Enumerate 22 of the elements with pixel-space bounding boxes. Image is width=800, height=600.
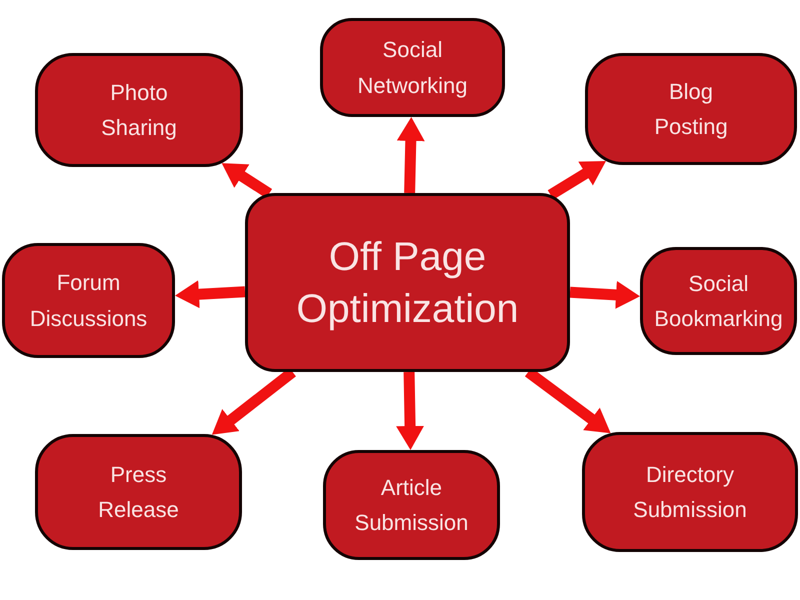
topic-label: Social Networking xyxy=(357,36,468,100)
topic-label: Blog Posting xyxy=(654,78,728,141)
topic-box xyxy=(35,434,242,550)
topic-box xyxy=(640,247,797,355)
topic-box xyxy=(585,53,797,165)
topic-label: Directory Submission xyxy=(633,460,747,524)
arrow xyxy=(174,280,246,308)
central-topic-box xyxy=(245,193,570,372)
main-topic-label: Off Page Optimization xyxy=(295,234,520,332)
topic-box xyxy=(35,53,243,167)
topic-box xyxy=(2,243,175,358)
topic-label: Article Submission xyxy=(354,474,468,537)
topic-label: Social Bookmarking xyxy=(654,270,783,333)
topic-box xyxy=(582,432,798,552)
topic-label: Photo Sharing xyxy=(101,78,177,142)
topic-box xyxy=(320,18,505,117)
arrow xyxy=(396,116,425,194)
topic-label: Press Release xyxy=(98,460,179,524)
arrow xyxy=(570,280,640,309)
arrow xyxy=(396,372,424,450)
topic-box xyxy=(323,450,500,560)
topic-label: Forum Discussions xyxy=(30,269,148,332)
